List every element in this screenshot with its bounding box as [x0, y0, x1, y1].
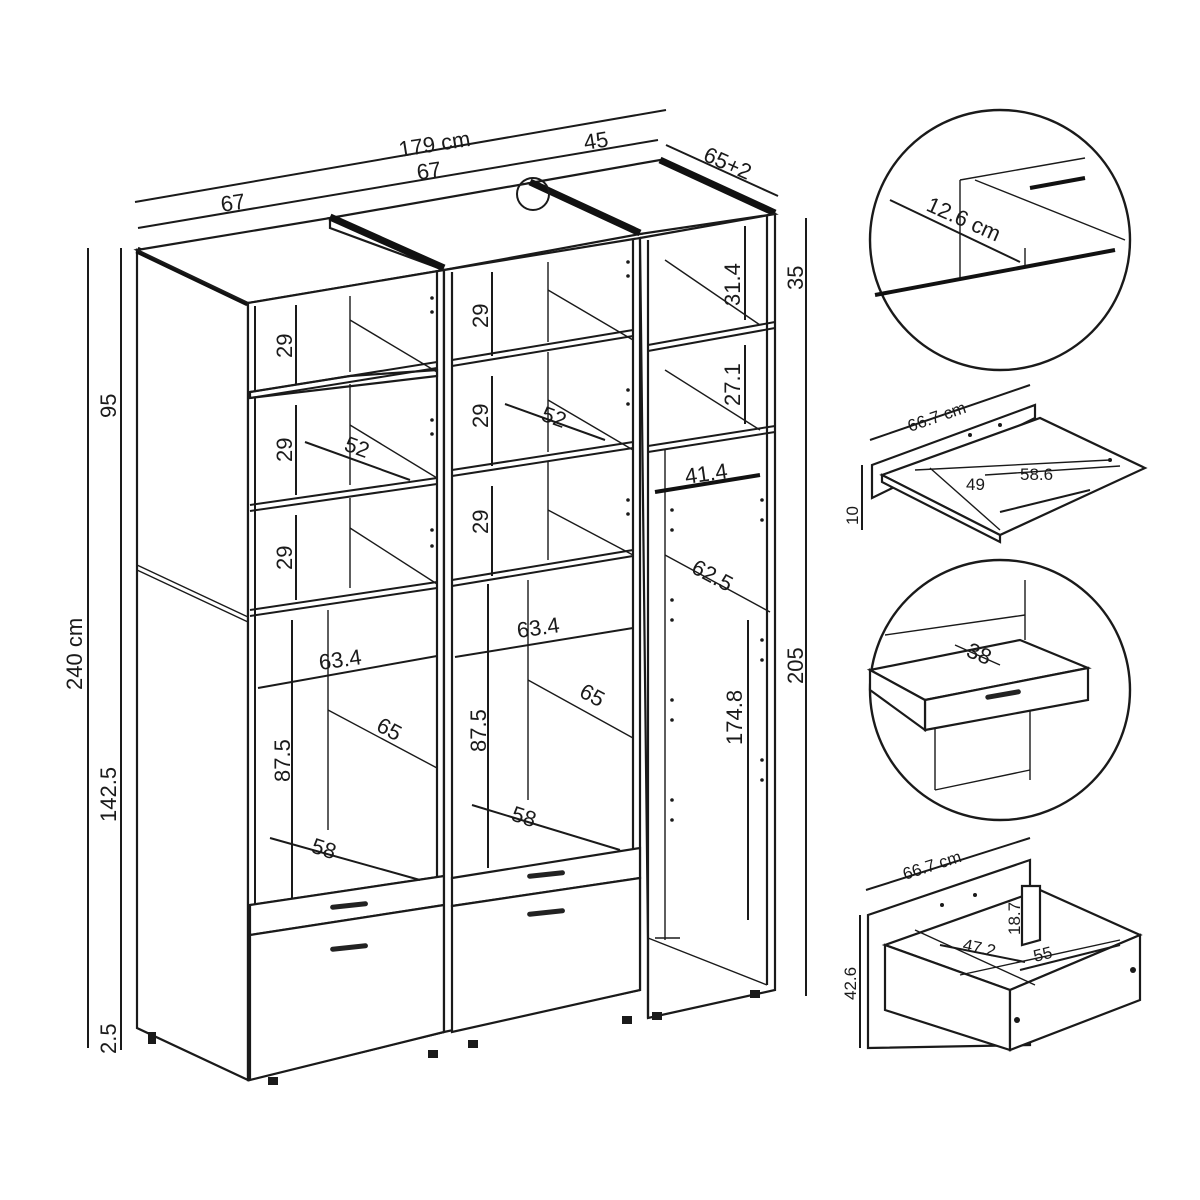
- detail-big-drawer: [859, 837, 1143, 1052]
- peg-holes: [430, 260, 764, 822]
- label-pullout-outer-depth: 58.6: [1020, 465, 1053, 484]
- label-width-left: 67: [219, 188, 247, 217]
- label-mid-shelf-1: 29: [468, 304, 493, 328]
- label-width-right: 45: [582, 126, 610, 155]
- drawer-handle-mid-top[interactable]: [527, 870, 565, 879]
- interior-dimension-lines: [257, 226, 749, 920]
- dim-line-179: [134, 109, 667, 203]
- detail-drawer-handle[interactable]: [985, 689, 1021, 700]
- label-height-lower: 142.5: [96, 767, 121, 822]
- left-dimension-lines: [87, 248, 122, 1050]
- label-right-rail-width: 41.4: [683, 458, 729, 489]
- label-left-shelf-1: 29: [272, 334, 297, 358]
- lower-drawers: [330, 870, 565, 952]
- label-detail-top: 12.6 cm: [923, 192, 1005, 247]
- label-right-top-height: 31.4: [720, 263, 745, 306]
- detail-top-circle: [868, 108, 1132, 372]
- drawer-handle-left-bottom[interactable]: [330, 943, 368, 952]
- label-mid-shelf-2: 29: [468, 404, 493, 428]
- label-right-second-height: 27.1: [720, 363, 745, 406]
- label-bigdrawer-depth: 55: [1031, 943, 1054, 966]
- label-height-right-body: 205: [783, 647, 808, 684]
- cabinet-feet: [148, 990, 760, 1085]
- top-hinge-marker: [516, 177, 550, 211]
- detail-pullout-shelf: [861, 384, 1148, 544]
- label-pullout-inner-depth: 49: [966, 475, 985, 494]
- label-height-feet: 2.5: [96, 1023, 121, 1054]
- label-left-shelf-2: 29: [272, 438, 297, 462]
- left-side-panel: [135, 246, 250, 1082]
- label-bigdrawer-inner-height: 18.7: [1005, 902, 1024, 935]
- label-pullout-height: 10: [843, 506, 862, 525]
- label-left-shelf-3: 29: [272, 546, 297, 570]
- label-pullout-width: 66.7 cm: [905, 398, 968, 436]
- label-width-mid: 67: [415, 156, 443, 185]
- detail-drawer-circle: [866, 558, 1132, 822]
- label-right-hanging-height: 174.8: [722, 690, 747, 745]
- dim-line-67-67-45: [137, 139, 659, 229]
- drawer-handle-left-top[interactable]: [330, 901, 368, 910]
- label-total-height: 240 cm: [62, 618, 87, 690]
- label-mid-shelf-3: 29: [468, 510, 493, 534]
- label-left-inner-width: 63.4: [317, 644, 363, 675]
- top-dimension-lines: [134, 109, 779, 229]
- label-left-open-height: 87.5: [270, 739, 295, 782]
- label-bigdrawer-width: 66.7 cm: [900, 847, 963, 884]
- label-height-right-top: 35: [783, 266, 808, 290]
- dim-line-depth: [665, 144, 779, 197]
- cabinet-top: [133, 156, 779, 305]
- left-cabinet-frame: [246, 268, 446, 1082]
- label-mid-inner-width: 63.4: [515, 612, 561, 643]
- label-mid-open-height: 87.5: [466, 709, 491, 752]
- label-height-upper: 95: [96, 394, 121, 418]
- label-bigdrawer-height: 42.6: [841, 967, 860, 1000]
- right-cabinet-frame: [638, 212, 777, 1020]
- label-side-depth: 65+2: [700, 142, 755, 185]
- drawer-handle-mid-bottom[interactable]: [527, 908, 565, 917]
